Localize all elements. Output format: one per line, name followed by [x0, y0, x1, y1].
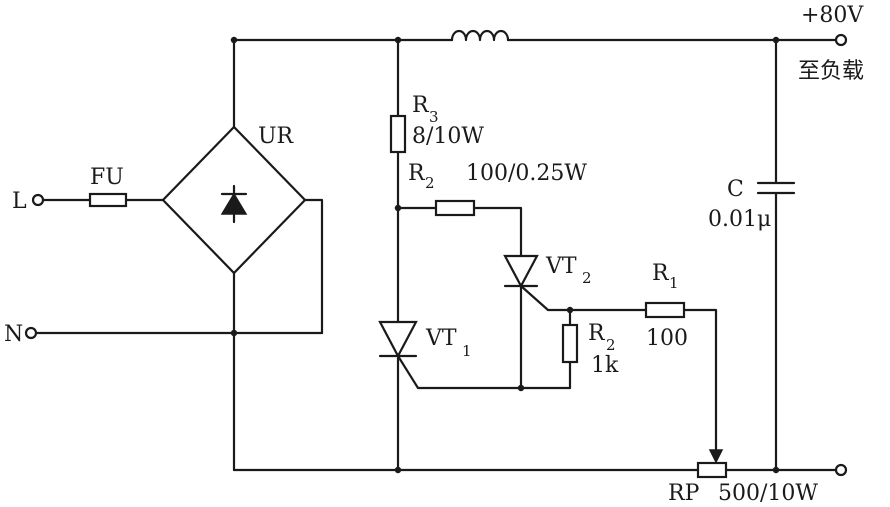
- r2a-wires: [396, 206, 523, 258]
- junction-dot: [566, 306, 574, 314]
- label-r2b-name: R: [588, 321, 606, 346]
- vt2-gate-wire: [519, 284, 718, 454]
- label-r1-name: R: [652, 261, 670, 286]
- terminal-n: [24, 326, 38, 340]
- label-cap-name: C: [727, 177, 744, 202]
- vt1-thyristor-icon: [378, 320, 418, 359]
- inductor: [450, 29, 510, 42]
- rp-potentiometer: [696, 461, 728, 479]
- label-bridge: UR: [258, 124, 295, 149]
- terminal-l: [31, 193, 45, 207]
- label-n: N: [4, 322, 23, 347]
- label-rp-name: RP: [668, 481, 700, 506]
- label-out-voltage: +80V: [801, 3, 864, 28]
- label-r2a-sub: 2: [425, 174, 435, 192]
- bridge-diode-bar: [220, 184, 248, 224]
- label-rp-value: 500/10W: [718, 481, 818, 506]
- label-r3-name: R: [412, 93, 430, 118]
- label-vt1-sub: 1: [462, 342, 472, 360]
- junction-dot: [772, 466, 780, 474]
- label-vt2-sub: 2: [582, 269, 592, 287]
- vt2-thyristor-icon: [503, 254, 539, 289]
- fuse-symbol: [88, 192, 128, 208]
- terminal-out-negative: [834, 463, 848, 477]
- label-vt1-name: VT: [425, 326, 457, 351]
- r3-resistor: [389, 114, 407, 154]
- bridge-right-loop: [303, 198, 324, 335]
- junction-dot: [394, 36, 402, 44]
- r2b-resistor: [561, 323, 579, 364]
- label-r2a-value: 100/0.25W: [466, 161, 587, 186]
- label-r3-sub: 3: [429, 108, 439, 126]
- junction-dot: [230, 329, 238, 337]
- label-vt2-name: VT: [545, 254, 577, 279]
- r2a-resistor: [434, 199, 476, 217]
- junction-dot: [394, 204, 402, 212]
- label-r1-sub: 1: [669, 274, 679, 292]
- junction-dot: [517, 384, 525, 392]
- label-fuse: FU: [90, 165, 124, 190]
- label-l: L: [12, 189, 27, 214]
- label-r2a-name: R: [408, 161, 426, 186]
- label-r2b-value: 1k: [591, 353, 619, 378]
- junction-dot: [772, 36, 780, 44]
- vt1-gate-wire: [396, 354, 572, 390]
- label-r1-value: 100: [646, 326, 688, 351]
- label-r2b-sub: 2: [606, 336, 616, 354]
- rp-wiper-arrow-icon: [708, 449, 724, 464]
- terminal-out-positive: [834, 33, 848, 47]
- junction-dot: [394, 466, 402, 474]
- junction-dot: [230, 36, 238, 44]
- label-load: 至负载: [798, 59, 864, 84]
- label-cap-value: 0.01μ: [708, 207, 771, 232]
- label-r3-value: 8/10W: [412, 124, 484, 149]
- capacitor-symbol: [756, 181, 796, 195]
- r1-resistor: [644, 301, 686, 319]
